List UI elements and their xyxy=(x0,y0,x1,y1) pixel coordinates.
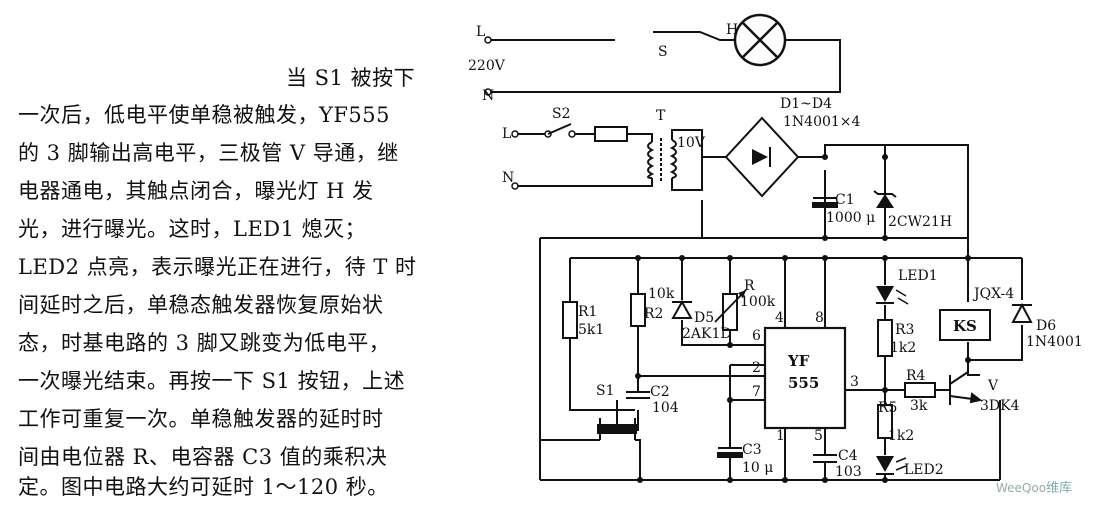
label-r4-name: R4 xyxy=(906,368,926,384)
label-pin2: 2 xyxy=(752,360,761,376)
label-pin8: 8 xyxy=(815,310,824,326)
label-transformer: T xyxy=(656,108,666,124)
label-r1-name: R1 xyxy=(578,304,597,320)
label-pot-name: R xyxy=(744,278,755,294)
wires xyxy=(488,31,1023,481)
r4-resistor-icon xyxy=(904,382,936,398)
ic-555-icon xyxy=(763,326,847,430)
label-r2-value: 10k xyxy=(648,286,675,302)
label-r4-value: 3k xyxy=(910,398,928,414)
desc-line-4: 电器通电，其触点闭合，曝光灯 H 发 xyxy=(18,179,374,203)
label-c2-name: C2 xyxy=(650,384,670,400)
desc-line-1: 当 S1 被按下 xyxy=(286,66,416,90)
zener-diode-icon xyxy=(873,190,897,208)
d5-diode-icon xyxy=(671,299,693,319)
watermark-brand: WeeQoo xyxy=(996,481,1046,495)
label-secondary: 10V xyxy=(677,135,706,151)
transformer-icon xyxy=(647,138,677,182)
label-bridge-name: D1~D4 xyxy=(780,96,832,112)
r2-resistor-icon xyxy=(630,293,646,327)
label-zener: 2CW21H xyxy=(888,214,952,230)
desc-line-3: 的 3 脚输出高电平，三极管 V 导通，继 xyxy=(18,141,399,165)
label-d6-name: D6 xyxy=(1036,318,1056,334)
circuit-diagram: L 220V N S H L N S2 T 10V D1~D4 1N4001×4… xyxy=(468,13,1083,496)
led1-icon xyxy=(876,286,909,305)
led2-icon xyxy=(876,456,907,475)
label-relay-type: JQX-4 xyxy=(972,286,1014,302)
label-c3-name: C3 xyxy=(742,442,762,458)
desc-line-11: 间由电位器 R、电容器 C3 值的乘积决 xyxy=(18,445,388,469)
label-c2-value: 104 xyxy=(652,400,679,416)
desc-line-5: 光，进行曝光。这时，LED1 熄灭； xyxy=(18,217,367,241)
label-ic-name2: 555 xyxy=(788,374,819,392)
label-transistor-part: 3DK4 xyxy=(980,398,1020,414)
label-d5-name: D5 xyxy=(694,310,714,326)
label-pin6: 6 xyxy=(752,328,761,344)
label-d6-part: 1N4001 xyxy=(1026,334,1083,350)
label-c3-value: 10 μ xyxy=(742,460,773,476)
label-r1-value: 5k1 xyxy=(578,322,604,338)
bridge-rectifier-icon xyxy=(724,116,800,198)
label-transistor-name: V xyxy=(987,378,999,394)
label-pin1: 1 xyxy=(776,428,785,444)
desc-line-9: 一次曝光结束。再按一下 S1 按钮，上述 xyxy=(18,369,406,393)
c3-capacitor-icon xyxy=(717,447,743,465)
label-relay-name: KS xyxy=(953,317,977,335)
s1-pushbutton-icon xyxy=(595,400,637,440)
label-c4-value: 103 xyxy=(835,464,862,480)
lamp-icon xyxy=(733,13,787,67)
label-voltage: 220V xyxy=(468,58,506,74)
desc-line-6: LED2 点亮，表示曝光正在进行，待 T 时 xyxy=(18,255,417,279)
label-switch-s: S xyxy=(658,44,668,60)
label-pin3: 3 xyxy=(850,374,859,390)
r3-resistor-icon xyxy=(877,319,893,357)
label-s2-l: L xyxy=(502,126,511,142)
c2-capacitor-icon xyxy=(626,391,650,399)
label-led1: LED1 xyxy=(898,268,938,284)
label-r3-name: R3 xyxy=(895,322,914,338)
label-s1: S1 xyxy=(596,383,615,399)
label-s2-n: N xyxy=(502,170,514,186)
watermark-cn: 维库 xyxy=(1046,480,1072,496)
r5-resistor-icon xyxy=(877,404,893,439)
desc-line-12: 定。图中电路大约可延时 1～120 秒。 xyxy=(18,475,389,499)
relay-coil-icon xyxy=(939,309,991,341)
label-mains-n: N xyxy=(482,88,494,104)
label-pin7: 7 xyxy=(752,384,761,400)
fuse-icon xyxy=(594,126,628,142)
label-r3-value: 1k2 xyxy=(890,340,916,356)
label-bridge-part: 1N4001×4 xyxy=(783,114,861,130)
mains-terminals xyxy=(484,36,519,190)
d6-diode-icon xyxy=(1011,302,1033,323)
c4-capacitor-icon xyxy=(813,454,837,475)
r1-resistor-icon xyxy=(562,301,578,339)
label-r5-value: 1k2 xyxy=(888,428,914,444)
label-r5-name: R5 xyxy=(878,400,897,416)
transistor-icon xyxy=(949,371,983,405)
label-s2: S2 xyxy=(552,106,571,122)
label-pin4: 4 xyxy=(775,310,784,326)
desc-line-10: 工作可重复一次。单稳触发器的延时时 xyxy=(18,407,384,431)
desc-line-2: 一次后，低电平使单稳被触发，YF555 xyxy=(18,103,391,127)
label-c4-name: C4 xyxy=(838,448,858,464)
label-led2: LED2 xyxy=(904,462,944,478)
description-panel: 当 S1 被按下 一次后，低电平使单稳被触发，YF555 的 3 脚输出高电平，… xyxy=(0,0,440,505)
label-ic-name1: YF xyxy=(787,352,810,370)
desc-line-8: 态，时基电路的 3 脚又跳变为低电平， xyxy=(18,331,391,355)
junction-dots xyxy=(635,154,971,483)
desc-line-7: 间延时之后，单稳态触发器恢复原始状 xyxy=(18,293,384,317)
label-d5-part: 2AK1D xyxy=(682,326,732,342)
potentiometer-icon xyxy=(714,289,747,331)
s2-switch-icon xyxy=(544,123,576,138)
c1-capacitor-icon xyxy=(812,197,838,208)
label-mains-l: L xyxy=(476,24,485,40)
label-c1-value: 1000 μ xyxy=(826,210,875,226)
label-c1-name: C1 xyxy=(835,192,855,208)
label-pot-value: 100k xyxy=(740,294,776,310)
label-lamp-h: H xyxy=(726,22,738,38)
label-pin5: 5 xyxy=(814,428,823,444)
label-r2-name: R2 xyxy=(644,306,663,322)
